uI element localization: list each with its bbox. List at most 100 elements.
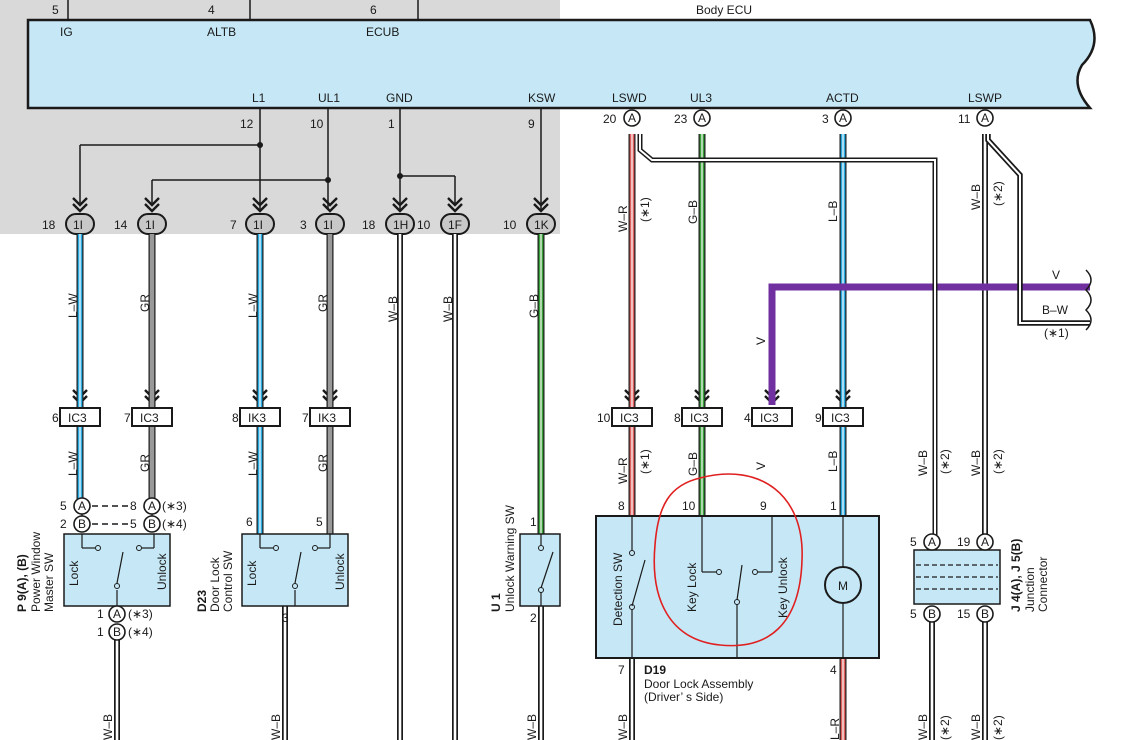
- chevron-arrow-icon: [252, 203, 268, 213]
- wire-label: GR: [138, 294, 152, 312]
- wire-label: (∗2): [991, 449, 1005, 474]
- ecu-pin-10: 10: [310, 117, 324, 131]
- pwm-pin-num: 2: [60, 517, 67, 531]
- terminal-l1: L1: [252, 91, 266, 105]
- wire-label: L–W: [246, 451, 260, 476]
- pin-letter: A: [928, 535, 936, 549]
- pwm-unlock-label: Unlock: [155, 552, 169, 590]
- wire-label: (∗2): [938, 449, 952, 474]
- dla-pin-1: 1: [830, 499, 837, 513]
- wire-label: GR: [316, 294, 330, 312]
- jc-name-1: Junction: [1023, 567, 1037, 612]
- connector-oval-pin: 18: [362, 218, 376, 232]
- uws-pin-2: 2: [530, 611, 537, 625]
- jc-pin-num: 19: [957, 535, 971, 549]
- pwm-pin-note: (∗4): [128, 625, 153, 639]
- pwm-pin-num: 1: [97, 625, 104, 639]
- connector-oval-label: 1I: [253, 218, 263, 232]
- wire-v-label-top: V: [1052, 268, 1060, 282]
- terminal-ig: IG: [60, 25, 73, 39]
- pin-letter-circle: [923, 605, 941, 623]
- pwm-lock-label: Lock: [67, 560, 81, 586]
- dlc-name-1: Door Lock: [208, 556, 222, 612]
- mid-connector: [309, 407, 351, 427]
- wire-label: L–R: [828, 718, 842, 740]
- wire-label: G–B: [686, 200, 700, 224]
- wire-label: W–B: [969, 184, 983, 210]
- pin-letter: B: [78, 517, 86, 531]
- wire-label: GR: [316, 454, 330, 472]
- dla-name-2: (Driver’ s Side): [644, 690, 723, 704]
- chevron-arrow-icon: [533, 197, 549, 207]
- pin-letter: A: [78, 499, 86, 513]
- wire-bw-label: B–W: [1042, 303, 1069, 317]
- wire-label: W–B: [386, 296, 400, 322]
- wire-v-purple: [768, 283, 1090, 405]
- pin-letter-circle: [923, 533, 941, 551]
- wire-label: W–B: [525, 714, 539, 740]
- mid-connector: [822, 407, 864, 427]
- pin-letter: A: [981, 535, 989, 549]
- pwm-pin-num: 1: [97, 607, 104, 621]
- dla-detection-label: Detection SW: [611, 552, 625, 626]
- terminal-ecub: ECUB: [366, 25, 399, 39]
- pwm-name-2: Master SW: [42, 552, 56, 612]
- wire-label: (∗2): [991, 715, 1005, 740]
- wire-label: W–B: [101, 714, 115, 740]
- pwm-pin-note: (∗3): [162, 499, 187, 513]
- wire-label: W–B: [969, 714, 983, 740]
- unlock-warning-sw: [519, 533, 561, 607]
- jc-pin-num: 15: [957, 607, 971, 621]
- mid-connector-label: IC3: [140, 411, 159, 425]
- mid-connector-pin: 7: [302, 411, 309, 425]
- ecu-pin-1: 1: [388, 117, 395, 131]
- wire-label: W–B: [441, 296, 455, 322]
- dla-pin-4: 4: [830, 663, 837, 677]
- pin-6-label: 6: [370, 3, 377, 17]
- wire-bw: [985, 134, 1090, 326]
- motor-m-label: M: [838, 579, 848, 593]
- wire-label: L–W: [66, 451, 80, 476]
- wire-label: W–B: [916, 450, 930, 476]
- ecu-pin-letter-circle: [976, 109, 994, 127]
- pin-4-label: 4: [208, 3, 215, 17]
- terminal-altb: ALTB: [207, 25, 236, 39]
- ecu-top-gray-strip: [0, 0, 418, 20]
- pwm-sw-internals: [81, 534, 155, 606]
- uws-code: U 1: [489, 593, 503, 612]
- dla-pin-10: 10: [682, 499, 696, 513]
- chevron-arrow-icon: [322, 197, 338, 207]
- ecu-pin-letter-circle: [834, 109, 852, 127]
- pin-letter-circle: [108, 605, 126, 623]
- jc-pin-num: 5: [910, 535, 917, 549]
- terminal-lswd: LSWD: [612, 91, 647, 105]
- pin-letter-circle: [976, 533, 994, 551]
- wire-label: GR: [138, 454, 152, 472]
- wire-label: (∗2): [991, 181, 1005, 206]
- wire-label: G–B: [527, 294, 541, 318]
- ecu-pin-12: 12: [240, 117, 254, 131]
- mid-connector-pin: 7: [124, 411, 131, 425]
- chevron-arrow-icon: [447, 197, 463, 207]
- connector-oval-label: 1K: [534, 218, 549, 232]
- connector-oval-label: 1I: [323, 218, 333, 232]
- wire-label: L–B: [826, 451, 840, 472]
- connector-oval-pin: 10: [503, 218, 517, 232]
- wire-v-label-vertical: V: [754, 337, 768, 345]
- terminal-lswp: LSWP: [968, 91, 1002, 105]
- uws-pin-1: 1: [530, 515, 537, 529]
- pwm-name-1: Power Window: [29, 532, 43, 612]
- ecu-pin-23: 23: [674, 112, 688, 126]
- mid-connector-pin: 6: [52, 411, 59, 425]
- ecu-title: Body ECU: [696, 3, 752, 17]
- mid-connector-pin: 8: [674, 411, 681, 425]
- pin-letter: A: [113, 607, 121, 621]
- connector-arrows-top: [72, 197, 851, 405]
- dla-name-1: Door Lock Assembly: [644, 677, 753, 691]
- dlc-pin-3: 3: [282, 611, 289, 625]
- connector-oval-pin: 14: [114, 218, 128, 232]
- chevron-arrow-icon: [144, 203, 160, 213]
